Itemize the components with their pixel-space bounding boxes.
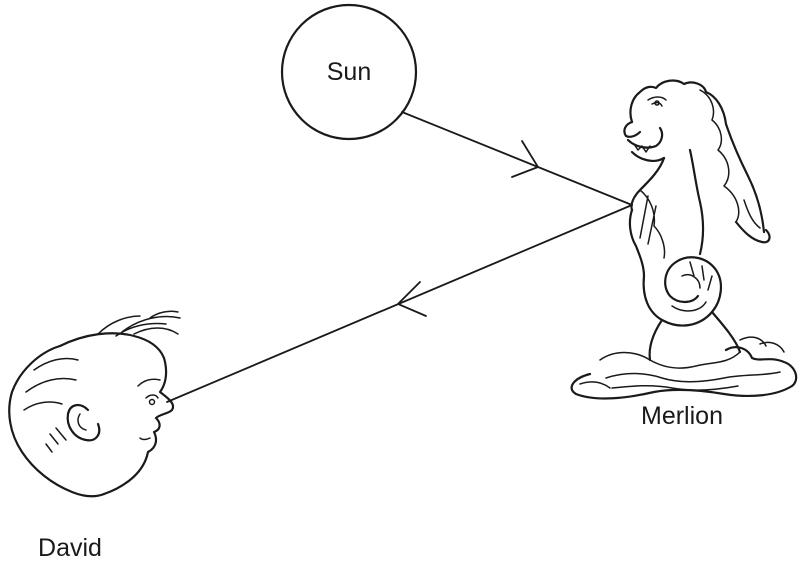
reflected-ray-arrowhead	[396, 281, 427, 317]
sun-label: Sun	[327, 58, 371, 86]
incident-ray-arrowhead	[511, 140, 540, 178]
incident-ray-line	[401, 111, 633, 206]
sun: Sun	[280, 3, 418, 141]
eye	[148, 398, 156, 406]
reflected-ray	[166, 204, 633, 403]
david-label: David	[38, 534, 102, 562]
merlion-statue-icon	[570, 79, 798, 400]
merlion-label: Merlion	[641, 402, 723, 430]
boy-head-icon	[8, 310, 181, 498]
incident-ray	[401, 111, 633, 206]
sun-circle	[280, 3, 418, 141]
